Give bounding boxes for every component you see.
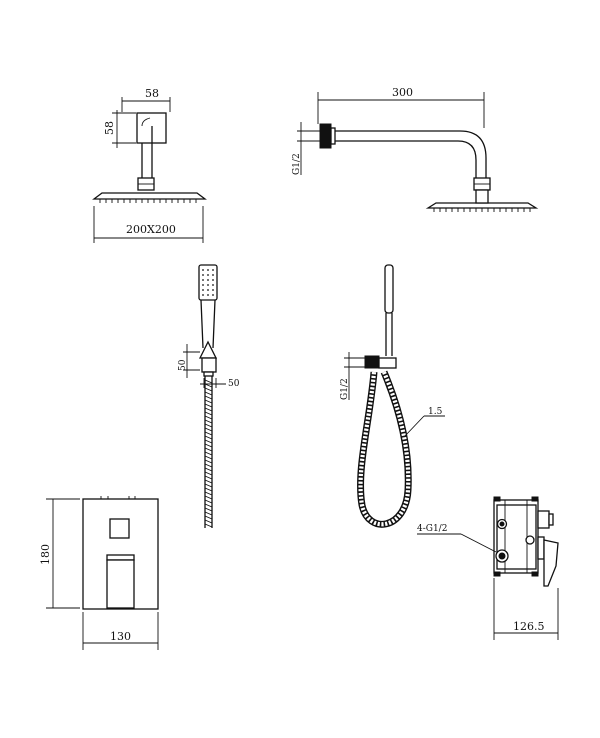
- dim-hose-thread: G1/2: [340, 378, 350, 400]
- nozzles: [99, 199, 197, 203]
- dim-holder-height: 50: [178, 359, 188, 371]
- dim-head-top-height: 58: [103, 121, 116, 135]
- wall-arm-shower-view: 300 G1/2: [292, 86, 539, 212]
- dim-valve-threads: 4-G1/2: [417, 524, 447, 534]
- mixer-plate-view: 180 130: [39, 496, 159, 650]
- arm-shower-head-plate: [425, 202, 539, 209]
- wall-holder: [201, 357, 217, 373]
- ceiling-shower-head-view: 58 58 200X200: [92, 87, 207, 243]
- diverter-knob: [109, 518, 130, 539]
- dim-plate-width: 130: [110, 630, 131, 643]
- dim-head-top-width: 58: [145, 87, 159, 100]
- wall-flange: [319, 123, 332, 149]
- dim-valve-depth: 126.5: [513, 620, 545, 633]
- outlet-holder: [378, 357, 397, 369]
- hand-shower-side: [384, 264, 394, 314]
- shower-head-plate: [92, 192, 207, 200]
- dim-holder-width: 50: [228, 379, 240, 389]
- shower-hose: [204, 376, 213, 528]
- dim-arm-length: 300: [392, 86, 413, 99]
- hand-shower-hose-view: G1/2 1.5: [340, 264, 445, 528]
- concealed-valve-view: 4-G1/2 126.5: [417, 496, 559, 640]
- dim-arm-thread: G1/2: [292, 153, 302, 175]
- wall-outlet: [364, 355, 380, 369]
- cover-plate: [82, 498, 159, 610]
- dim-head-size: 200X200: [126, 223, 176, 236]
- hand-shower-nozzles: [202, 269, 214, 296]
- hand-shower-head: [198, 264, 218, 301]
- valve-lever: [543, 539, 559, 587]
- hand-shower-view: 50 50: [178, 264, 240, 528]
- dim-plate-height: 180: [39, 544, 52, 565]
- valve-cartridge: [537, 510, 550, 529]
- dim-hose-length: 1.5: [428, 407, 443, 417]
- mixer-lever: [106, 559, 135, 609]
- nozzles: [433, 208, 531, 212]
- shower-hose-loop: [357, 370, 412, 528]
